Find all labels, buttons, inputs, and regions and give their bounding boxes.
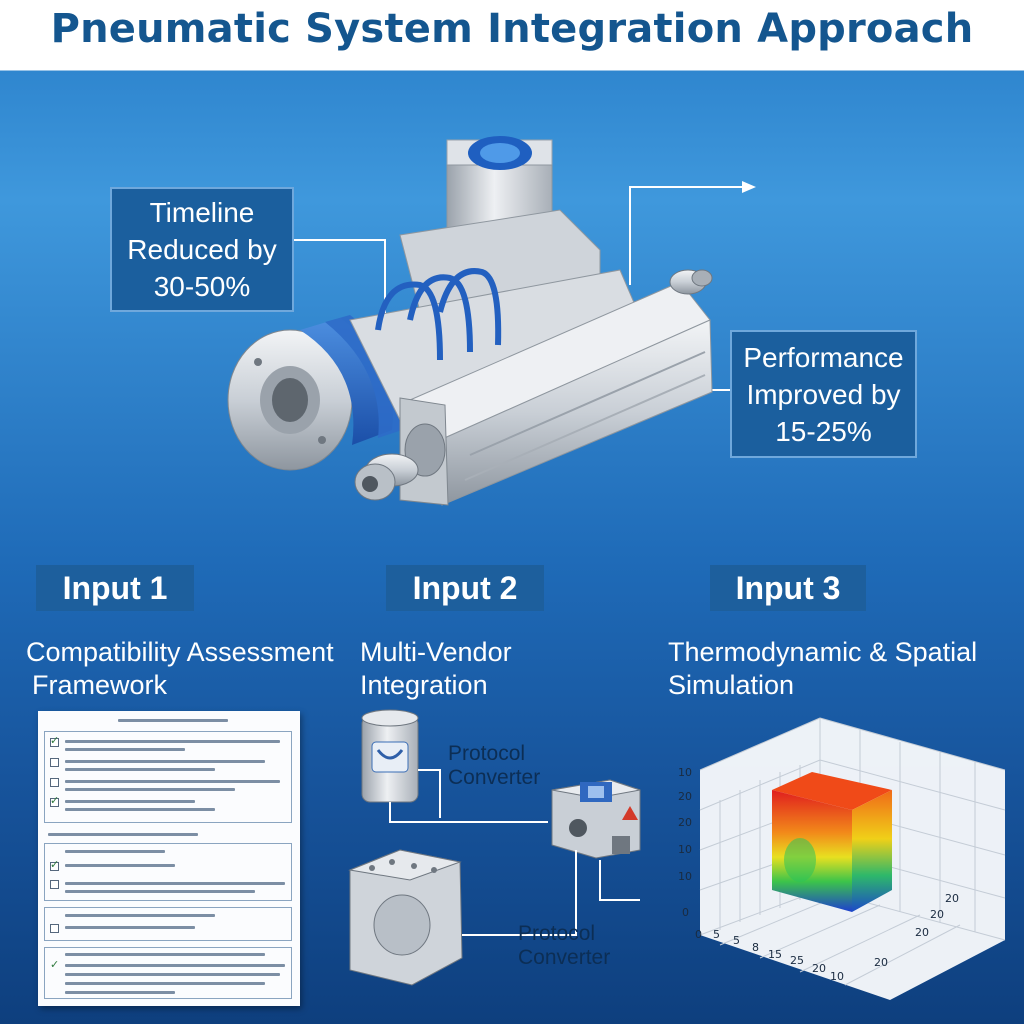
checkbox-icon [50,738,59,747]
subtitle-line: Simulation [668,670,795,700]
arrow-right-icon [742,181,756,193]
protocol-converter-label: Protocol Converter [448,742,540,790]
subtitle-line: Framework [32,670,168,700]
input-2-badge: Input 2 [386,565,544,611]
doc-text-line [65,760,265,763]
checklist-section [44,907,292,941]
doc-text-line [65,982,265,985]
doc-text-line [118,719,228,722]
label-line: Protocol [448,742,526,765]
simulation-ticks: 10 20 20 10 10 0 0 5 5 8 15 25 20 10 20 … [678,766,959,983]
subtitle-line: Integration [360,670,488,700]
doc-text-line [65,800,195,803]
check-mark-icon: ✓ [50,858,60,871]
svg-text:10: 10 [678,766,692,779]
doc-text-line [65,926,195,929]
input-2-subtitle: Multi-Vendor Integration [360,636,620,702]
checkbox-icon [50,758,59,767]
checkbox-icon [50,798,59,807]
doc-text-line [65,914,215,917]
callout-line: Reduced by [127,234,277,265]
check-mark-icon: ✓ [50,734,60,747]
doc-text-line [65,768,215,771]
svg-text:0: 0 [695,928,702,941]
doc-text-line [65,890,255,893]
callout-line: 30-50% [153,271,251,302]
callout-line: Timeline [149,197,255,228]
label-line: Protocol [518,922,596,945]
checkbox-icon [50,880,59,889]
page-title: Pneumatic System Integration Approach [50,6,974,52]
svg-text:20: 20 [945,892,959,905]
pneumatic-cylinder-icon [227,136,713,506]
doc-text-line [65,882,285,885]
svg-text:10: 10 [678,843,692,856]
checklist-section: ✓ [44,947,292,999]
callout-line: 15-25% [775,415,872,447]
callout-line: Performance [743,341,904,373]
doc-text-line [65,808,215,811]
svg-text:25: 25 [790,954,804,967]
svg-text:20: 20 [930,908,944,921]
checklist-section: ✓ ✓ [44,731,292,823]
timeline-callout: Timeline Reduced by 30-50% [110,187,294,312]
input-3-subtitle: Thermodynamic & Spatial Simulation [668,636,1008,702]
subtitle-line: Multi-Vendor [360,637,512,667]
svg-text:10: 10 [830,970,844,983]
svg-text:15: 15 [768,948,782,961]
input-3-badge: Input 3 [710,565,866,611]
svg-text:10: 10 [678,870,692,883]
svg-text:8: 8 [752,941,759,954]
checkbox-icon [50,778,59,787]
doc-text-line [65,748,185,751]
input-1-subtitle: Compatibility Assessment Framework [26,636,346,702]
checkbox-icon [50,924,59,933]
svg-text:20: 20 [915,926,929,939]
check-mark-icon: ✓ [50,958,60,971]
doc-text-line [65,864,175,867]
performance-callout: Performance Improved by 15-25% [730,330,917,458]
doc-text-line [65,788,235,791]
doc-text-line [65,780,280,783]
doc-text-line [65,740,280,743]
doc-text-line [65,973,280,976]
svg-text:5: 5 [733,934,740,947]
doc-text-line [65,953,265,956]
heatmap-cube-icon [699,717,1006,1000]
checkbox-icon [50,862,59,871]
doc-text-line [65,964,285,967]
svg-text:20: 20 [678,816,692,829]
svg-text:20: 20 [874,956,888,969]
svg-text:0: 0 [682,906,689,919]
input-1-badge: Input 1 [36,565,194,611]
svg-text:20: 20 [812,962,826,975]
label-line: Converter [448,766,541,789]
doc-text-line [65,991,175,994]
subtitle-line: Compatibility Assessment [26,637,334,667]
doc-text-line [65,850,165,853]
protocol-converter-label: Protocol Converter [518,922,610,970]
subtitle-line: Thermodynamic & Spatial [668,637,978,667]
compatibility-checklist-document: ✓ ✓ ✓ [38,711,300,1006]
svg-text:5: 5 [713,928,720,941]
protocol-converter-icon [348,709,641,986]
doc-text-line [48,833,198,836]
label-line: Converter [518,946,611,969]
checklist-section: ✓ [44,843,292,901]
callout-line: Improved by [746,378,901,410]
check-mark-icon: ✓ [50,794,60,807]
svg-text:20: 20 [678,790,692,803]
